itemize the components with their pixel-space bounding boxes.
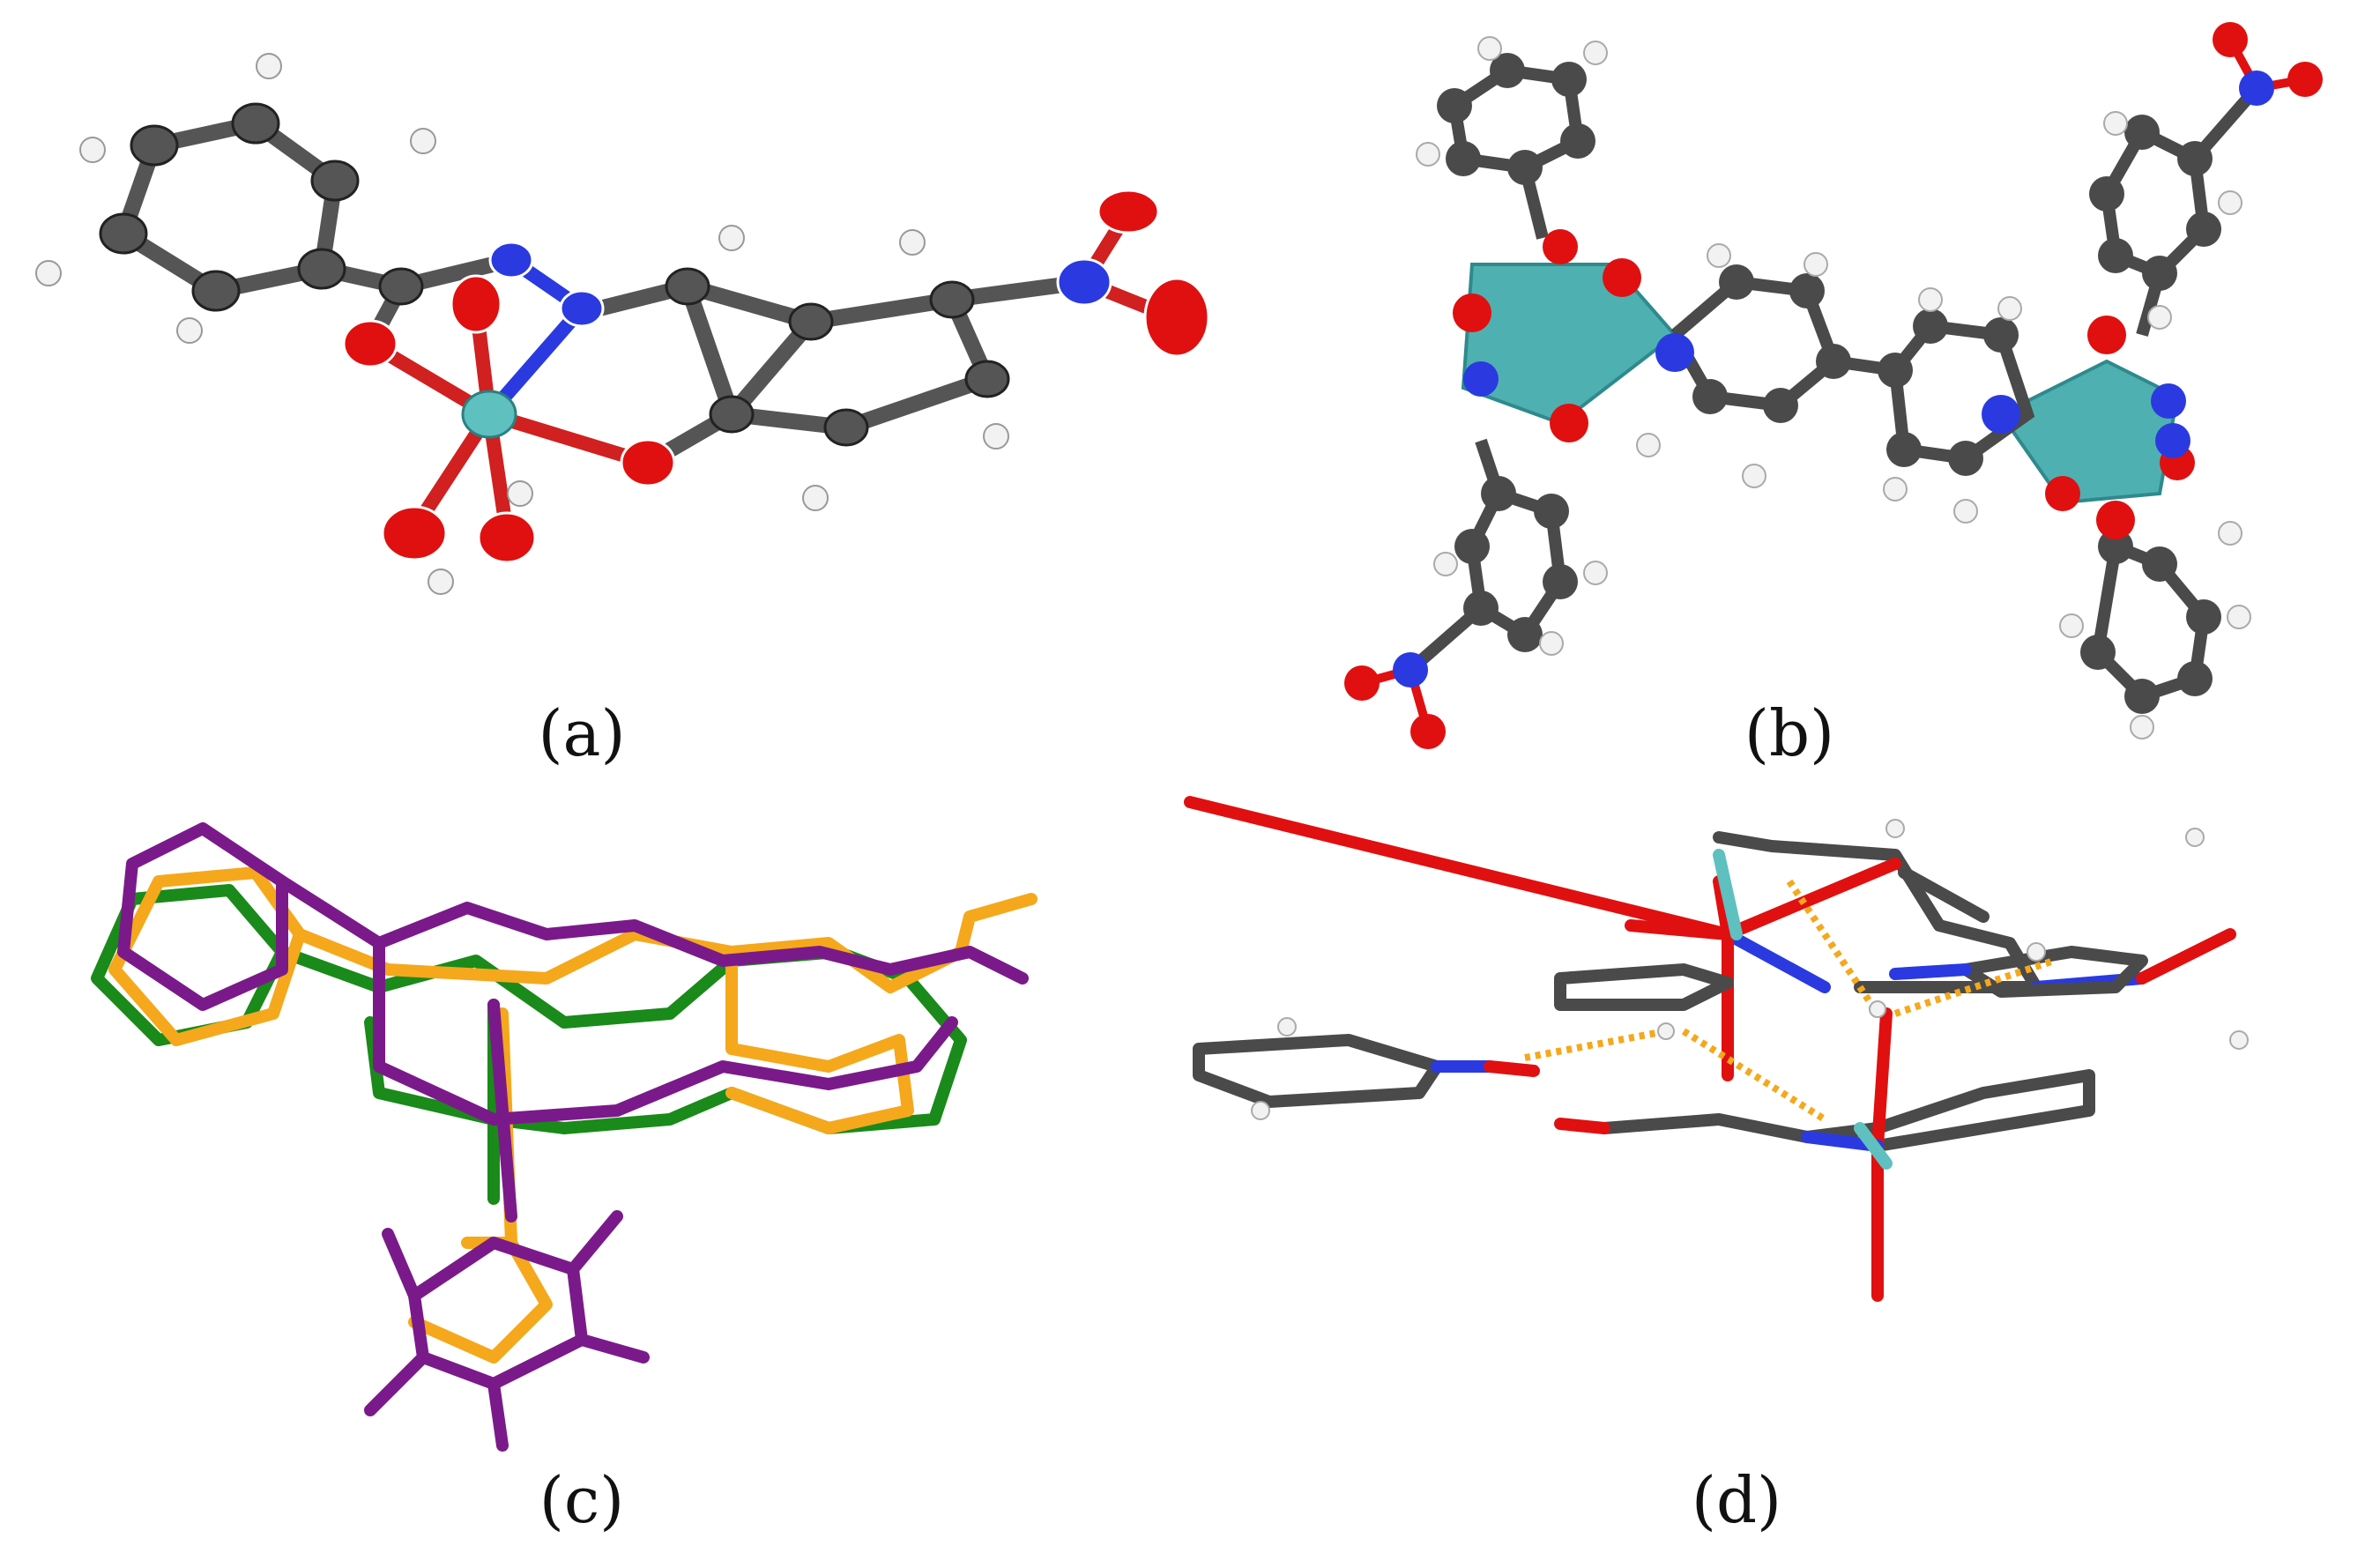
oxygen-atoms-b	[1344, 22, 2323, 749]
nitrogen-atoms	[488, 241, 1112, 328]
oxygen-atoms	[342, 189, 1210, 564]
caption-b: (b)	[1744, 696, 1835, 770]
coordination-polyhedron-left	[1461, 263, 1677, 426]
caption-d: (d)	[1691, 1463, 1782, 1537]
panel-d: (d)	[1184, 776, 2380, 1564]
panel-a: (a)	[0, 0, 1210, 770]
hydrogen-atoms	[35, 53, 1009, 595]
carbon-atoms	[99, 102, 1010, 447]
molecule-ortep-a	[35, 53, 1210, 595]
nitrogen-atoms-b	[1393, 71, 2274, 687]
panel-c: (c)	[0, 776, 1190, 1564]
hydrogen-atoms-d	[1251, 819, 2249, 1120]
hbond-packing-d	[1184, 796, 2249, 1302]
overlay-purple	[117, 822, 1029, 1452]
molecule-dimer-b	[1344, 22, 2323, 749]
caption-c: (c)	[539, 1463, 625, 1537]
metal-atom	[461, 390, 517, 439]
overlay-structures-c	[91, 822, 1038, 1452]
caption-a: (a)	[538, 696, 626, 770]
hydrogen-atoms-b	[1416, 36, 2251, 739]
overlay-green	[91, 884, 967, 1205]
panel-b: (b)	[1190, 0, 2380, 776]
hydrogen-bonds	[1524, 879, 2056, 1123]
coordination-polyhedron-right	[1998, 359, 2180, 505]
carbon-atoms-b	[1437, 53, 2221, 714]
